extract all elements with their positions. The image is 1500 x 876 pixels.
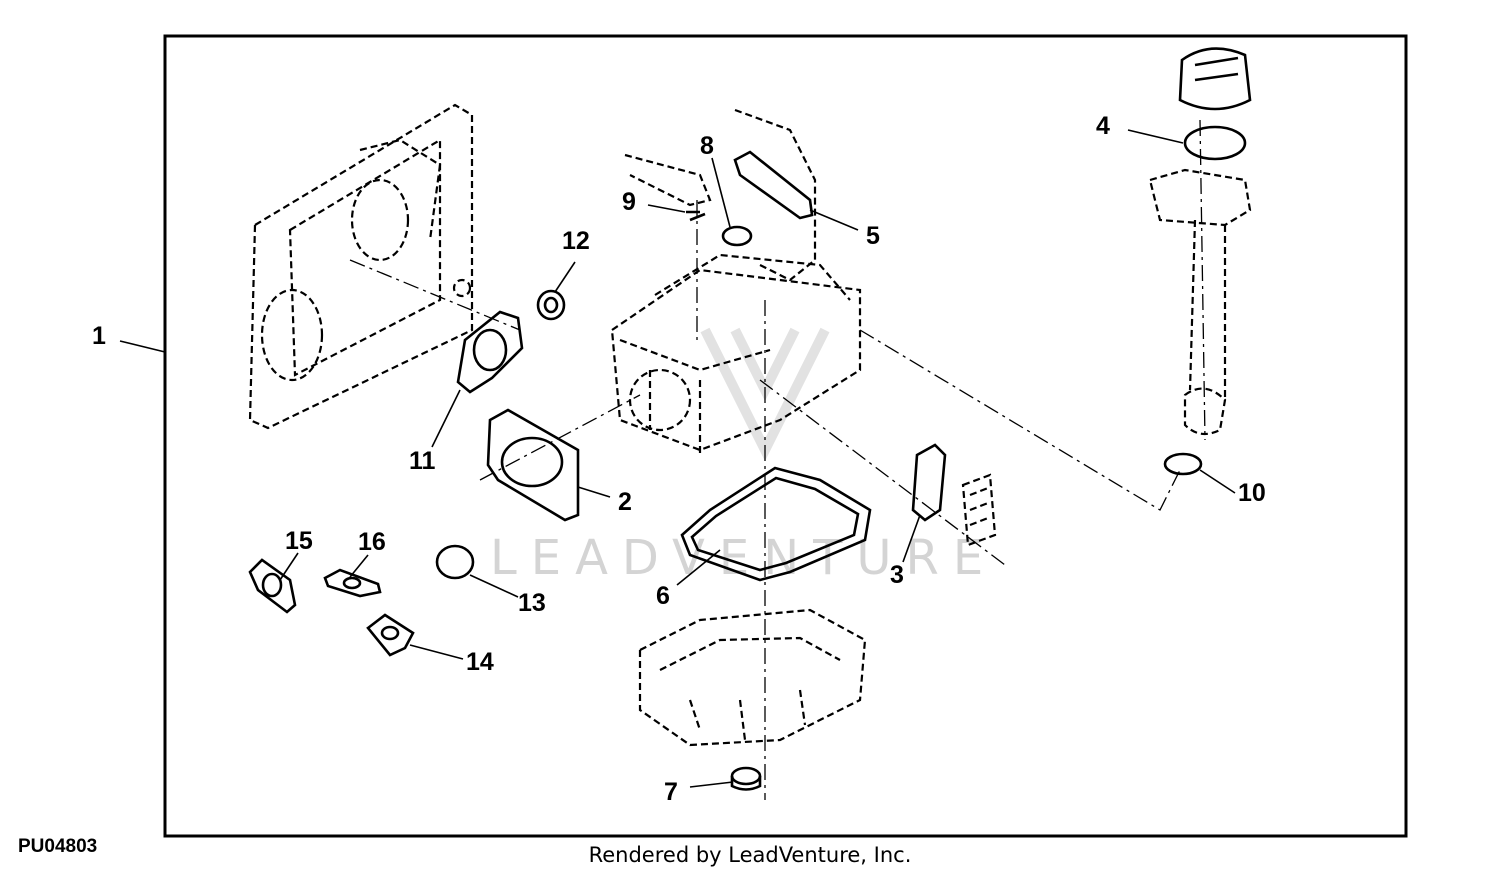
diagram-frame	[163, 34, 1408, 838]
alignment-lines	[349, 119, 1206, 800]
callout-7: 7	[664, 778, 678, 806]
drain-plug	[730, 766, 762, 791]
cover-plate	[961, 473, 997, 547]
gasket-3	[911, 443, 947, 522]
callout-16: 16	[358, 528, 386, 556]
crankcase-cover	[248, 103, 474, 430]
o-ring-13	[435, 544, 475, 580]
gasket-16	[323, 568, 382, 598]
sump-gasket	[680, 466, 872, 582]
engine-block	[610, 253, 862, 455]
callout-1: 1	[92, 322, 106, 350]
callout-4: 4	[1096, 112, 1110, 140]
head-gasket	[486, 408, 580, 522]
callout-11: 11	[409, 447, 436, 475]
oil-seal	[536, 289, 566, 321]
callout-6: 6	[656, 582, 670, 610]
gasket-15	[248, 558, 297, 614]
oil-sump	[638, 608, 867, 747]
callout-9: 9	[622, 188, 636, 216]
callout-13: 13	[518, 589, 546, 617]
callout-8: 8	[700, 132, 714, 160]
breather-assembly	[624, 108, 817, 282]
callout-14: 14	[466, 648, 494, 676]
leader-lines	[119, 129, 1236, 788]
dipstick-assembly	[1148, 47, 1252, 476]
gasket-11	[456, 310, 524, 394]
callout-15: 15	[285, 527, 313, 555]
gasket-14	[366, 613, 415, 657]
callout-2: 2	[618, 488, 632, 516]
callout-3: 3	[890, 561, 904, 589]
figure-id: PU04803	[18, 836, 98, 857]
callout-5: 5	[866, 222, 880, 250]
watermark-text: LEADVENTURE	[490, 530, 997, 586]
callout-10: 10	[1238, 479, 1266, 507]
callout-12: 12	[562, 227, 590, 255]
credit-line: Rendered by LeadVenture, Inc.	[588, 843, 912, 867]
